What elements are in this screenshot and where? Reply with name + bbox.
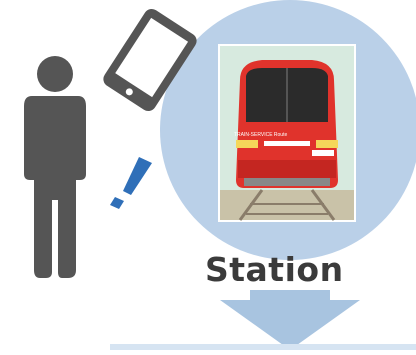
person-icon	[24, 56, 86, 278]
train-caption: TRAIN-SERVICE Route	[234, 132, 344, 138]
bottom-band	[110, 344, 416, 350]
down-arrow-icon	[220, 290, 360, 350]
station-label: Station	[205, 250, 355, 289]
exclamation-icon	[110, 157, 152, 209]
